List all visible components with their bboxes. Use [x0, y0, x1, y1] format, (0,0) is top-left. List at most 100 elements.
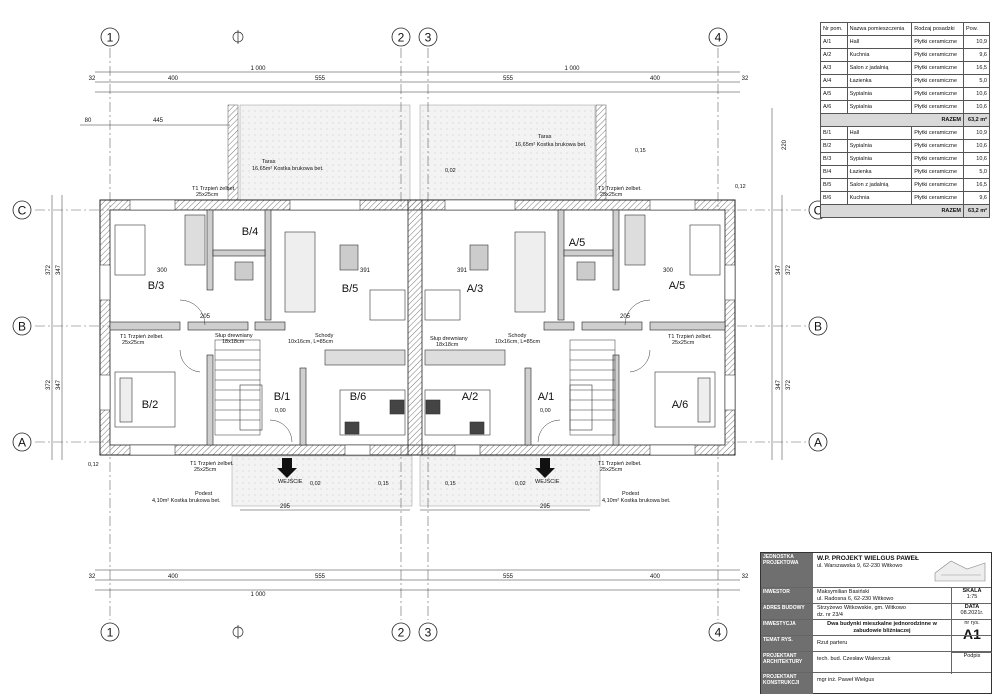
- room-label-a5: A/5: [669, 280, 686, 292]
- svg-text:A: A: [18, 436, 26, 450]
- title-row-constructor: PROJEKTANT KONSTRUKCJI mgr inż. Paweł Wi…: [761, 672, 991, 694]
- label-investment: INWESTYCJA: [761, 620, 813, 636]
- scale-value: 1:75: [966, 594, 978, 600]
- level-paving-left: 0,15: [378, 481, 389, 487]
- unit-address: ul. Warszawska 9, 62-230 Witkowo: [817, 562, 903, 569]
- axis-marker-bottom-2: 2: [391, 622, 411, 642]
- dim-bottom-32-right: 32: [742, 574, 749, 580]
- note-lintel-mid-right: T1 Trzpień żelbet.: [668, 334, 712, 340]
- svg-text:2: 2: [398, 31, 405, 45]
- note-stairs-spec-right: 10x16cm, L=85cm: [495, 339, 541, 345]
- cell: 10,6: [963, 100, 990, 114]
- dim-347-left-bottom: 347: [56, 379, 62, 390]
- axis-marker-top-1: 1: [100, 27, 120, 47]
- cell: 10,6: [963, 152, 990, 166]
- note-post-size-right: 18x18cm: [436, 342, 459, 348]
- house-logo-icon: [934, 560, 986, 582]
- dim-295-right: 295: [540, 504, 551, 510]
- note-lintel-size-top-right: 25x25cm: [600, 192, 623, 198]
- sum-label: RAZEM: [819, 204, 965, 218]
- cell: Kuchnia: [846, 191, 913, 205]
- cell: Płytki ceramiczne: [911, 126, 965, 140]
- dim-347-right-top: 347: [776, 264, 782, 275]
- address-line: Strzyżewo Witkowskie, gm. Witkowo: [817, 605, 906, 611]
- note-post-left: Słup drewniany: [215, 333, 253, 339]
- note-podest-area-left: 4,10m² Kostka brukowa bet.: [152, 498, 221, 504]
- title-block: JEDNOSTKA PROJEKTOWA W.P. PROJEKT WIELGU…: [760, 552, 992, 694]
- cell: Hall: [846, 35, 913, 49]
- value-topic: Rzut parteru: [817, 640, 848, 646]
- axis-marker-left-c: C: [12, 200, 32, 220]
- note-post-size-left: 18x18cm: [222, 339, 245, 345]
- cell: 10,9: [963, 126, 990, 140]
- dim-372-right-bottom: 372: [786, 379, 792, 390]
- dim-347-right-bottom: 347: [776, 379, 782, 390]
- room-label-b1: B/1: [274, 391, 291, 403]
- entrance-arrow-left: [277, 458, 297, 478]
- note-taras-area-left: 16,65m² Kostka brukowa bet.: [252, 166, 324, 172]
- note-post-right: Słup drewniany: [430, 336, 468, 342]
- cell: Płytki ceramiczne: [911, 191, 965, 205]
- axis-marker-top-2: 2: [391, 27, 411, 47]
- dim-445: 445: [153, 118, 164, 124]
- svg-text:1: 1: [107, 626, 114, 640]
- svg-text:4: 4: [715, 626, 722, 640]
- room-label-a5-bath: A/5: [569, 237, 586, 249]
- dim-300-left: 300: [157, 268, 168, 274]
- axis-marker-top-3: 3: [418, 27, 438, 47]
- value-investment: Dwa budynki mieszkalne jednorodzinne w z…: [827, 621, 937, 634]
- interior-walls: [109, 209, 726, 446]
- sum-label: RAZEM: [819, 113, 965, 127]
- cell: Sypialnia: [846, 139, 913, 153]
- note-podest-right: Podest: [622, 491, 640, 497]
- furniture-right: [424, 214, 721, 436]
- dim-overall-right: 1 000: [564, 66, 580, 72]
- room-label-a2: A/2: [462, 391, 479, 403]
- stairs-left: [214, 339, 261, 436]
- cell: Płytki ceramiczne: [911, 35, 965, 49]
- note-lintel-mid-left: T1 Trzpień żelbet.: [120, 334, 164, 340]
- cell: A/6: [820, 100, 848, 114]
- dim-372-left-bottom: 372: [46, 379, 52, 390]
- title-row-architect: PROJEKTANT ARCHITEKTURY tech. bud. Czesł…: [761, 651, 992, 674]
- note-lintel-bottom-right: T1 Trzpień żelbet.: [598, 461, 642, 467]
- dim-391-right: 391: [457, 268, 468, 274]
- cell: Łazienka: [846, 165, 913, 179]
- note-podest-area-right: 4,10m² Kostka brukowa bet.: [602, 498, 671, 504]
- cell: B/1: [820, 126, 848, 140]
- value-constructor: mgr inż. Paweł Wielgus: [817, 677, 875, 683]
- dim-295-left: 295: [280, 504, 291, 510]
- note-lintel-size-bottom-right: 25x25cm: [600, 467, 623, 473]
- dim-347-left-top: 347: [56, 264, 62, 275]
- cell: Kuchnia: [846, 48, 913, 62]
- windows: [99, 199, 736, 456]
- paving-bottom-left: [231, 455, 413, 507]
- dim-bottom-400b: 400: [650, 574, 661, 580]
- plot-number: dz. nr 23/4: [817, 611, 843, 618]
- cell: 16,5: [963, 178, 990, 192]
- cell: A/3: [820, 61, 848, 75]
- cell: Salon z jadalnią: [846, 178, 913, 192]
- date-label: DATA: [964, 604, 980, 610]
- note-lintel-size-mid-right: 25x25cm: [672, 340, 695, 346]
- cell: 10,6: [963, 87, 990, 101]
- cell: Płytki ceramiczne: [911, 165, 965, 179]
- label-address: ADRES BUDOWY: [761, 604, 813, 620]
- cell: B/2: [820, 139, 848, 153]
- sheet-label: nr rys.: [964, 620, 980, 626]
- dim-left-400: 400: [168, 76, 179, 82]
- north-arrow-icon: [232, 625, 244, 639]
- level-entry-right: 0,02: [515, 481, 526, 487]
- cell: Salon z jadalnią: [846, 61, 913, 75]
- sum-value: 63,2 m²: [963, 204, 990, 218]
- cell: B/5: [820, 178, 848, 192]
